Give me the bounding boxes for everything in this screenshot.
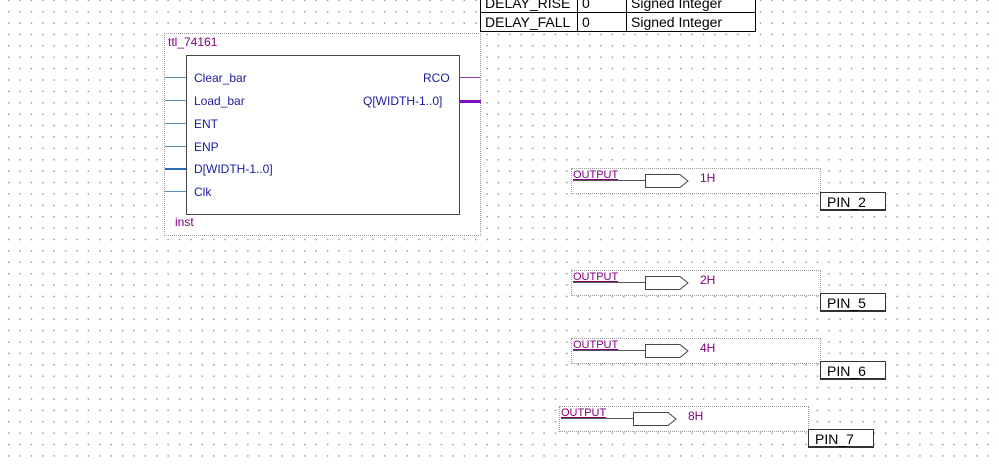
pin-wire [561,418,634,419]
instance-symbol-name: ttl_74161 [168,35,218,49]
output-pin-1h[interactable]: OUTPUT 1H [571,168,821,194]
parameter-type: Signed Integer [626,12,756,32]
pin-location-pin-5[interactable]: PIN_5 [820,293,886,312]
output-pin-arrow-icon [645,174,689,188]
pin-type-label: OUTPUT [573,169,619,181]
pin-type-label: OUTPUT [561,407,607,419]
pin-type-label: OUTPUT [573,271,619,283]
parameter-value[interactable]: 0 [577,0,627,13]
parameter-row[interactable]: DELAY_RISE 0 Signed Integer [480,0,756,13]
output-pin-8h[interactable]: OUTPUT 8H [559,406,809,432]
input-wire-clear-bar[interactable] [165,77,186,78]
port-load-bar[interactable]: Load_bar [194,94,245,108]
parameter-row[interactable]: DELAY_FALL 0 Signed Integer [480,12,756,32]
port-enp[interactable]: ENP [194,140,219,154]
parameter-value[interactable]: 0 [577,12,627,32]
output-pin-4h[interactable]: OUTPUT 4H [571,338,821,364]
port-ent[interactable]: ENT [194,117,218,131]
pin-wire [573,350,646,351]
output-bus-q[interactable] [459,100,481,103]
port-d-bus[interactable]: D[WIDTH-1..0] [194,162,273,176]
pin-wire [573,282,646,283]
output-pin-arrow-icon [645,344,689,358]
input-wire-clk[interactable] [165,191,186,192]
pin-name[interactable]: 2H [700,273,716,287]
parameter-name: DELAY_RISE [480,0,578,13]
output-pin-2h[interactable]: OUTPUT 2H [571,270,821,296]
pin-name[interactable]: 1H [700,171,716,185]
parameter-table: DELAY_RISE 0 Signed Integer DELAY_FALL 0… [480,0,756,32]
pin-wire [573,180,646,181]
input-wire-enp[interactable] [165,146,186,147]
output-pin-arrow-icon [645,276,689,290]
pin-type-label: OUTPUT [573,339,619,351]
parameter-type: Signed Integer [626,0,756,13]
pin-location-pin-2[interactable]: PIN_2 [820,192,886,211]
pin-name[interactable]: 4H [700,341,716,355]
pin-name[interactable]: 8H [688,409,704,423]
pin-location-pin-6[interactable]: PIN_6 [820,361,886,380]
parameter-name: DELAY_FALL [480,12,578,32]
ttl-74161-block[interactable] [186,55,460,215]
instance-name: inst [175,215,194,229]
port-clear-bar[interactable]: Clear_bar [194,71,247,85]
output-wire-rco[interactable] [459,77,480,78]
port-rco[interactable]: RCO [423,71,450,85]
port-q-bus[interactable]: Q[WIDTH-1..0] [363,94,443,108]
input-wire-load-bar[interactable] [165,100,186,101]
input-wire-ent[interactable] [165,123,186,124]
output-pin-arrow-icon [633,412,677,426]
pin-location-pin-7[interactable]: PIN_7 [808,429,874,448]
port-clk[interactable]: Clk [194,185,212,199]
input-bus-d[interactable] [165,168,186,170]
